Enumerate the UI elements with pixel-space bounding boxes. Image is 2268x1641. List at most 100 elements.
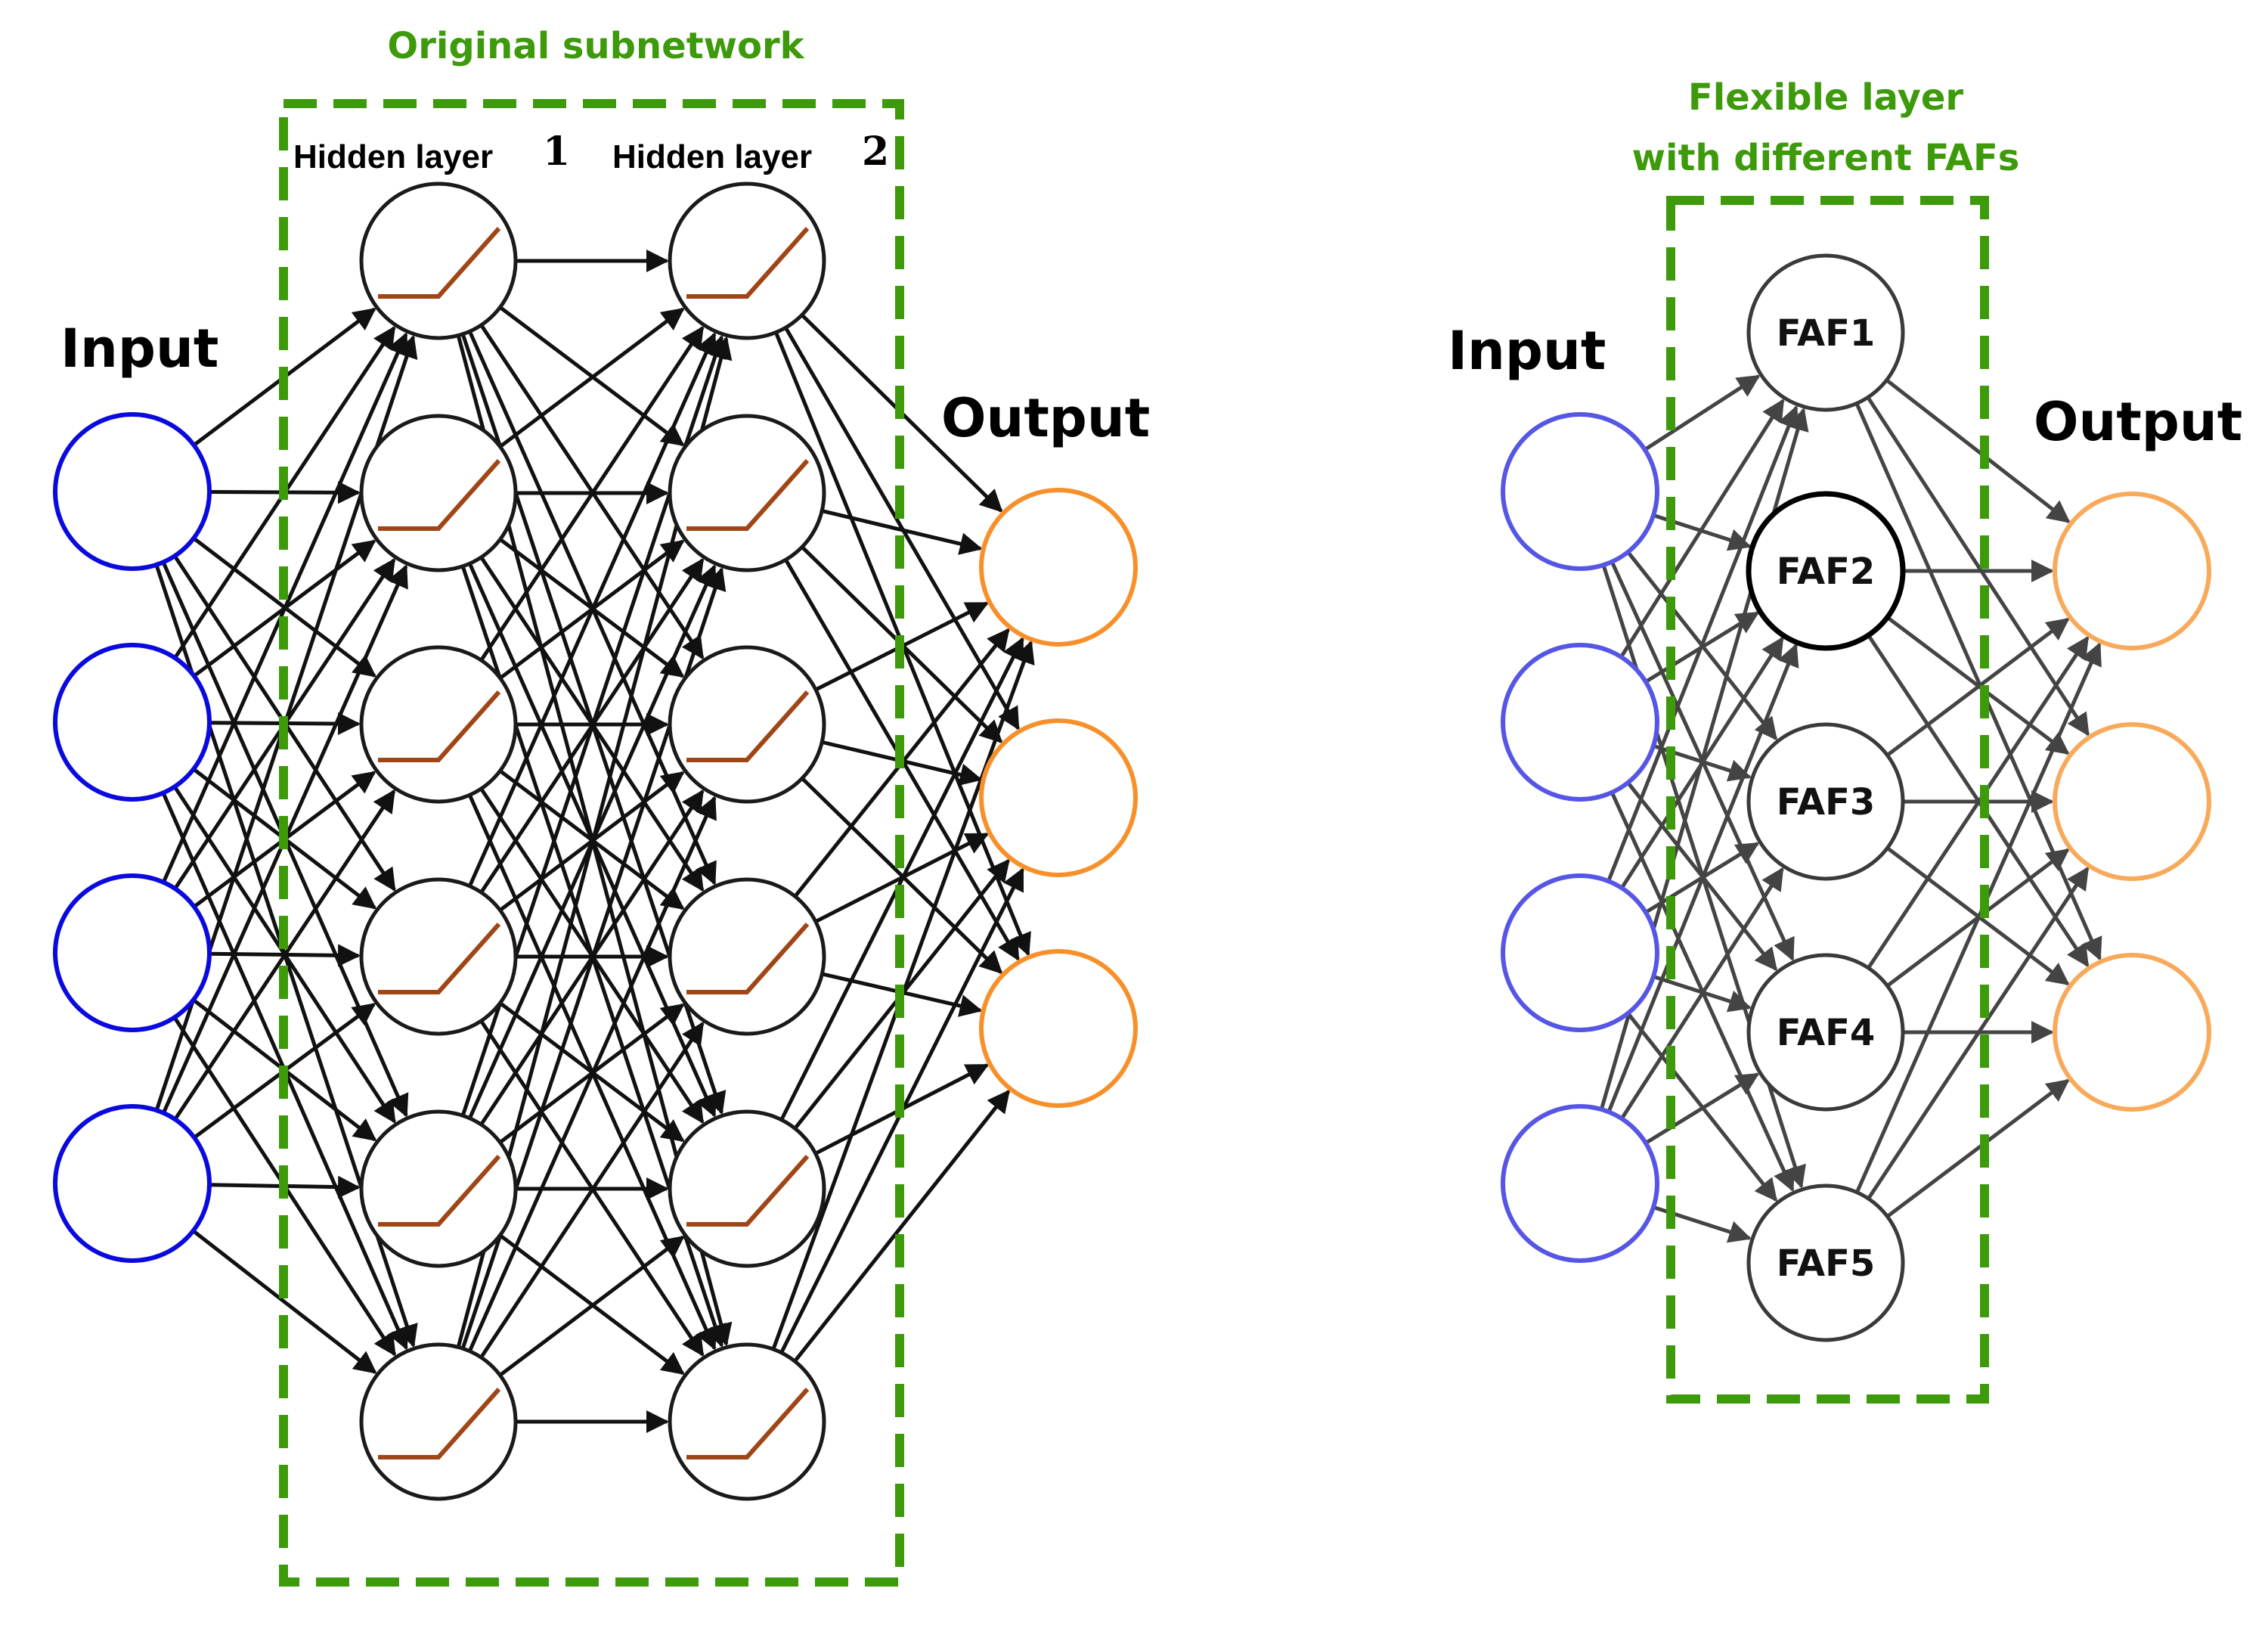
hidden-layer-2-number: 2	[862, 129, 889, 175]
hidden-node	[359, 181, 518, 340]
faf-node-label: FAF5	[1777, 1242, 1876, 1285]
hidden-node	[668, 181, 826, 340]
faf-node: FAF4	[1746, 953, 1905, 1112]
connection-arrow	[1866, 396, 2090, 737]
hidden-node	[359, 1342, 518, 1501]
hidden-node	[359, 1109, 518, 1268]
faf-node: FAF2	[1746, 491, 1906, 651]
right-output-label: Output	[2034, 391, 2242, 453]
connection-arrow	[1854, 642, 2102, 1193]
hidden-node	[668, 877, 826, 1036]
output-node	[2053, 953, 2211, 1112]
connection-arrow	[1885, 378, 2071, 523]
output-node	[2053, 722, 2211, 881]
input-node	[1501, 873, 1659, 1032]
connection-arrow	[1867, 635, 2090, 969]
connection-arrow	[1620, 867, 1784, 1120]
connection-arrow	[821, 509, 983, 555]
connection-arrow	[1644, 374, 1761, 451]
faf-node-label: FAF4	[1777, 1012, 1876, 1054]
relu-icon	[378, 1388, 501, 1460]
hidden-node	[668, 414, 826, 572]
faf-node-circle	[1746, 491, 1906, 651]
input-node	[1501, 1104, 1659, 1263]
flexible-layer-title-line2: with different FAFs	[1632, 137, 2020, 179]
faf-node-label: FAF2	[1777, 551, 1876, 593]
left-output-label: Output	[941, 387, 1150, 449]
relu-icon	[378, 459, 501, 531]
hidden-layer-1-number: 1	[543, 129, 570, 175]
relu-icon	[686, 923, 810, 994]
connection-arrow	[479, 1021, 705, 1359]
faf-node: FAF1	[1746, 253, 1905, 412]
hidden-node-circle	[668, 181, 826, 340]
flexible-layer-title-line1: Flexible layer	[1688, 76, 1964, 119]
hidden-node	[668, 1342, 826, 1501]
connection-arrow	[1854, 402, 2102, 961]
flexible-layer-box	[1666, 196, 1989, 1404]
hidden-node	[359, 414, 518, 572]
connection-arrow	[161, 332, 408, 883]
output-node	[2053, 492, 2211, 650]
connection-arrow	[1885, 1078, 2070, 1218]
faf-node-label: FAF3	[1777, 781, 1876, 824]
input-node	[53, 412, 212, 571]
right-input-label: Input	[1448, 320, 1606, 382]
connection-arrow	[779, 637, 1024, 1121]
connection-arrow	[801, 777, 1003, 975]
connection-arrow	[1619, 399, 1785, 659]
connection-arrow	[499, 307, 685, 448]
connection-arrow	[1644, 1072, 1760, 1145]
hidden-layer-1-label: Hidden layer	[293, 138, 493, 175]
relu-icon	[378, 1155, 501, 1227]
relu-icon	[378, 690, 501, 762]
connection-arrow	[468, 332, 717, 887]
connection-arrow	[467, 796, 717, 1352]
faf-node-circle	[1746, 722, 1905, 881]
faf-node: FAF5	[1746, 1183, 1905, 1342]
relu-icon	[378, 923, 501, 994]
original-network: Original subnetwork Input Output Hidden …	[53, 25, 1150, 1587]
hidden-node-circle	[668, 414, 826, 572]
output-node	[979, 949, 1138, 1108]
hidden-node-circle	[359, 1109, 518, 1268]
relu-icon	[686, 1155, 810, 1227]
input-node	[53, 643, 212, 802]
faf-node-label: FAF1	[1777, 312, 1876, 355]
input-node	[53, 1104, 212, 1263]
hidden-node	[668, 1109, 826, 1268]
hidden-node-circle	[359, 1342, 518, 1501]
faf-node-circle	[1746, 1183, 1905, 1342]
input-node	[1501, 643, 1659, 802]
hidden-node	[668, 645, 826, 804]
relu-icon	[686, 459, 810, 531]
connection-arrow	[479, 325, 705, 662]
left-input-label: Input	[60, 318, 218, 380]
connection-arrow	[1606, 405, 1799, 883]
hidden-node-circle	[668, 1342, 826, 1501]
relu-icon	[686, 690, 810, 762]
input-node	[53, 873, 212, 1032]
output-node	[979, 718, 1138, 877]
connection-arrow	[173, 789, 396, 1121]
input-node	[1501, 412, 1659, 571]
relu-icon	[378, 227, 501, 299]
hidden-node-circle	[668, 877, 826, 1036]
output-node	[979, 488, 1138, 647]
connection-arrow	[1867, 866, 2090, 1200]
original-subnetwork-title: Original subnetwork	[387, 25, 804, 67]
connection-arrow	[1885, 617, 2070, 757]
hidden-node-circle	[359, 877, 518, 1036]
original-subnetwork-box	[279, 99, 904, 1587]
connection-arrow	[793, 1089, 1011, 1363]
connection-arrow	[1606, 643, 1799, 1113]
relu-icon	[686, 227, 810, 299]
hidden-node	[359, 877, 518, 1036]
connection-arrow	[191, 1229, 377, 1374]
original-network-nodes	[53, 181, 1138, 1501]
relu-icon	[686, 1388, 810, 1460]
hidden-node-circle	[359, 181, 518, 340]
